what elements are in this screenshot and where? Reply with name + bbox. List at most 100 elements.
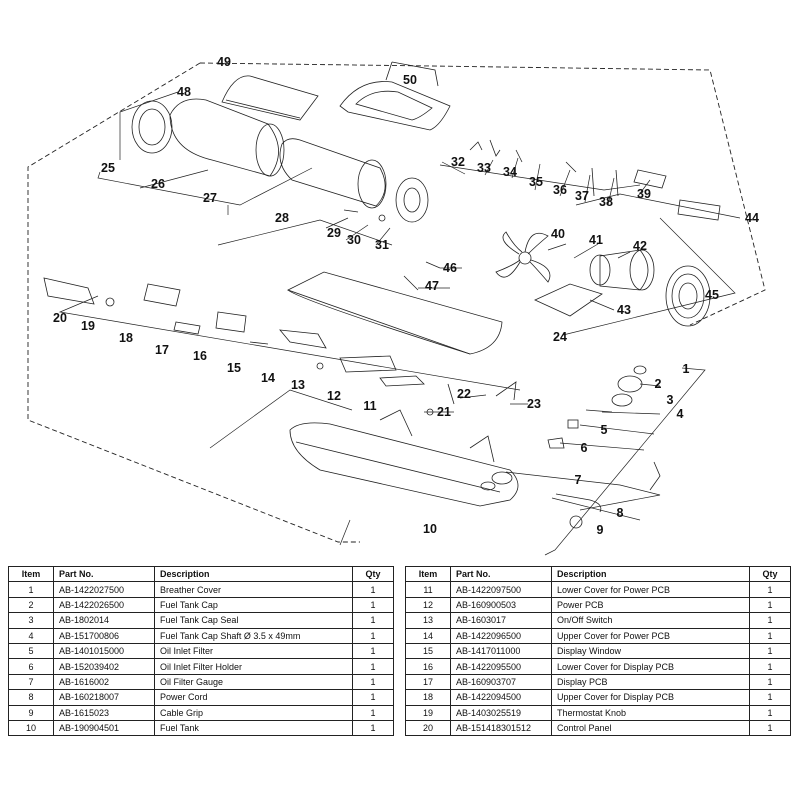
cell-item: 8 (8, 689, 54, 706)
cell-item: 17 (405, 673, 451, 691)
power-pcb-12 (339, 355, 397, 373)
cell-description: On/Off Switch (551, 612, 750, 629)
callout-31: 31 (375, 238, 389, 252)
bracket-43 (534, 283, 603, 317)
leader-lines (58, 91, 741, 556)
cell-qty: 1 (749, 612, 791, 629)
callout-9: 9 (597, 523, 604, 537)
callout-47: 47 (425, 279, 439, 293)
cell-part-no: AB-160903707 (450, 673, 552, 691)
cap-seal-3 (611, 393, 633, 407)
callout-19: 19 (81, 319, 95, 333)
cell-part-no: AB-1802014 (53, 612, 155, 629)
power-upper-cover-14 (279, 329, 327, 349)
callout-45: 45 (705, 288, 719, 302)
cell-part-no: AB-1401015000 (53, 642, 155, 660)
part-23 (495, 381, 517, 401)
callout-22: 22 (457, 387, 471, 401)
part-17 (173, 321, 201, 335)
cell-description: Oil Inlet Filter (154, 642, 353, 660)
header-item: Item (405, 565, 451, 583)
callout-41: 41 (589, 233, 603, 247)
cell-description: Upper Cover for Display PCB (551, 689, 750, 706)
cell-qty: 1 (749, 596, 791, 614)
part-19 (105, 297, 115, 307)
inner-shell-28 (279, 138, 387, 209)
cell-qty: 1 (749, 704, 791, 721)
callout-14: 14 (261, 371, 275, 385)
callout-28: 28 (275, 211, 289, 225)
callout-33: 33 (477, 161, 491, 175)
cell-qty: 1 (352, 612, 394, 629)
callout-11: 11 (363, 399, 376, 413)
callout-8: 8 (617, 506, 624, 520)
fuel-tank-10 (289, 409, 519, 507)
part-21 (426, 408, 434, 416)
callout-49: 49 (217, 55, 231, 69)
exploded-parts-diagram: 49 50 48 25 26 27 28 29 30 31 32 33 34 3… (27, 55, 766, 556)
cell-part-no: AB-1422027500 (53, 581, 155, 598)
breather-cover-1 (633, 365, 647, 375)
cell-qty: 1 (352, 627, 394, 644)
cell-qty: 1 (749, 581, 791, 598)
cell-qty: 1 (749, 627, 791, 644)
cell-item: 15 (405, 642, 451, 660)
cell-part-no: AB-1422026500 (53, 596, 155, 614)
oil-inlet-filter-5 (567, 419, 579, 429)
callout-5: 5 (601, 423, 608, 437)
callout-48: 48 (177, 85, 191, 99)
callout-29: 29 (327, 226, 341, 240)
part-38 (591, 167, 619, 197)
callout-35: 35 (529, 175, 543, 189)
part-22 (447, 383, 455, 405)
cell-part-no: AB-160900503 (450, 596, 552, 614)
cell-item: 3 (8, 612, 54, 629)
header-item: Item (8, 565, 54, 583)
part-36 (565, 161, 577, 173)
cell-description: Fuel Tank (154, 719, 353, 737)
callout-15: 15 (227, 361, 241, 375)
cell-description: Fuel Tank Cap Seal (154, 612, 353, 629)
part-34 (515, 149, 523, 163)
handle-cover-50 (339, 61, 451, 131)
power-lower-cover-11 (379, 375, 425, 387)
part-29 (343, 209, 359, 213)
header-part-no: Part No. (53, 565, 155, 583)
callout-38: 38 (599, 195, 613, 209)
part-33 (489, 139, 501, 157)
cell-part-no: AB-1603017 (450, 612, 552, 629)
half-shell-24 (286, 271, 503, 355)
callout-43: 43 (617, 303, 631, 317)
cell-qty: 1 (352, 581, 394, 598)
callout-46: 46 (443, 261, 457, 275)
fan-40 (495, 231, 551, 283)
header-part-no: Part No. (450, 565, 552, 583)
cell-description: Fuel Tank Cap Shaft Ø 3.5 x 49mm (154, 627, 353, 644)
cell-qty: 1 (749, 673, 791, 691)
cell-qty: 1 (749, 658, 791, 675)
cell-qty: 1 (749, 642, 791, 660)
filter-holder-6 (547, 437, 565, 449)
cell-description: Control Panel (551, 719, 750, 737)
cell-part-no: AB-151418301512 (450, 719, 552, 737)
cell-description: Lower Cover for Display PCB (551, 658, 750, 675)
fuel-tank-cap-2 (617, 375, 643, 393)
cell-item: 13 (405, 612, 451, 629)
callout-4: 4 (677, 407, 684, 421)
cell-part-no: AB-1403025519 (450, 704, 552, 721)
header-description: Description (154, 565, 353, 583)
table-header-row: Item Part No. Description Qty (405, 565, 791, 583)
cell-description: Upper Cover for Power PCB (551, 627, 750, 644)
